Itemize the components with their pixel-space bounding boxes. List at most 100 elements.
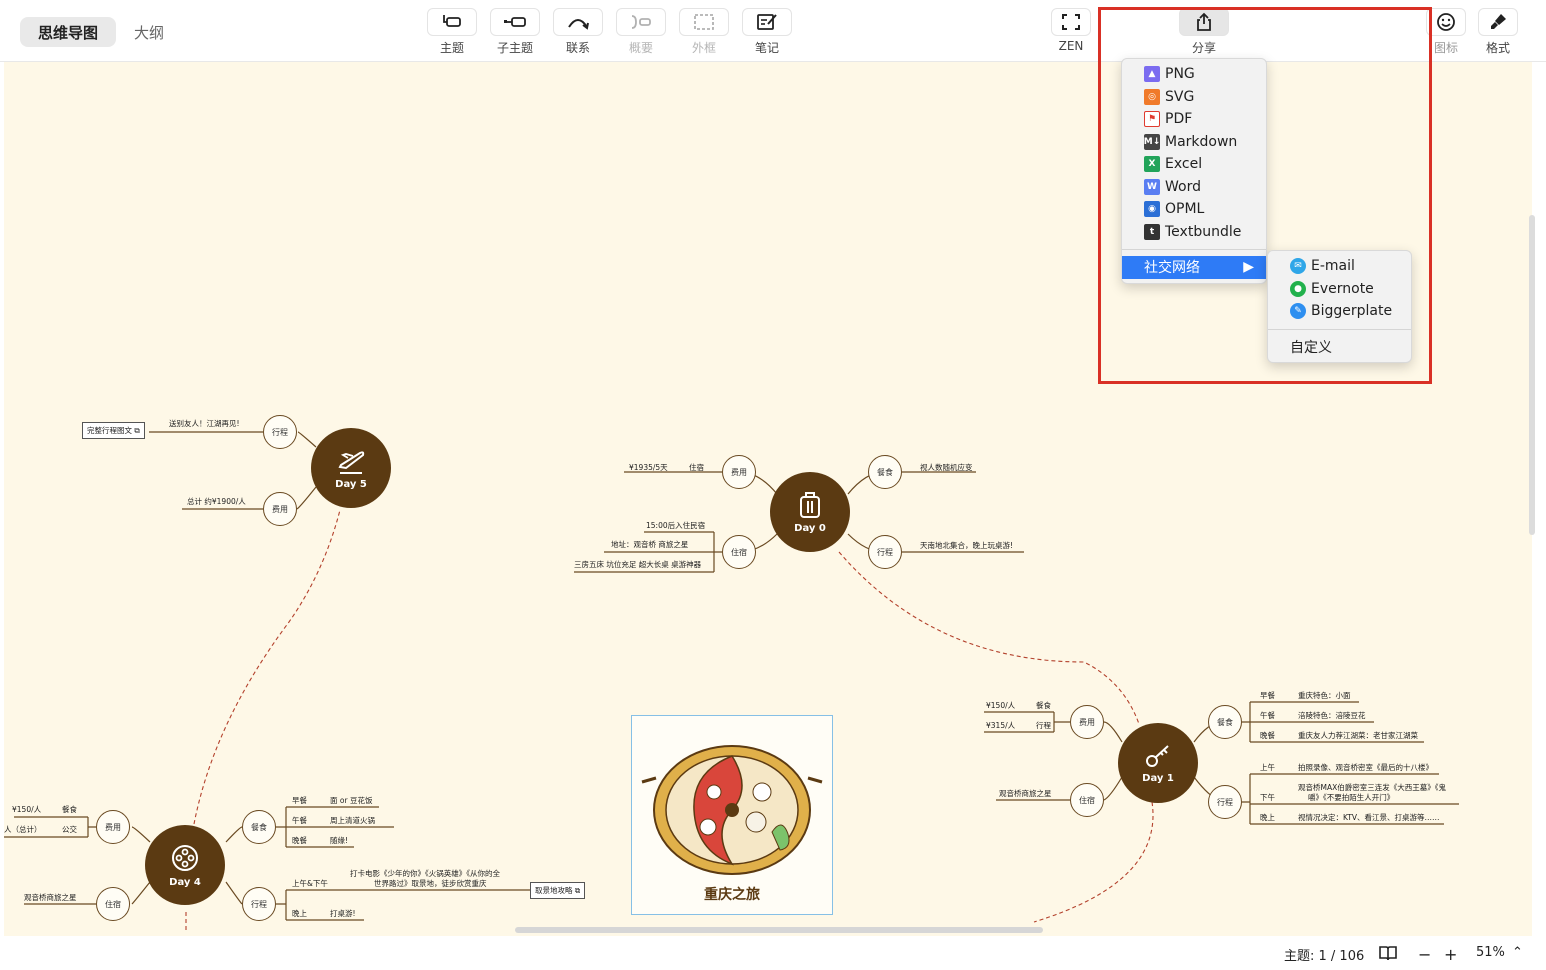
topic-day-0[interactable]: Day 0 xyxy=(770,472,850,552)
icon-panel-label: 图标 xyxy=(1433,41,1458,55)
menu-item-svg[interactable]: ◎ SVG xyxy=(1122,86,1266,109)
day4-daytime: 上午&下午 xyxy=(292,879,328,888)
menu-separator xyxy=(1122,249,1266,250)
zoom-level[interactable]: 51% xyxy=(1476,945,1505,960)
submenu-arrow-icon: ▶ xyxy=(1243,259,1254,276)
zoom-stepper-icon[interactable]: ⌃ xyxy=(1512,945,1523,960)
svg-icon: ◎ xyxy=(1144,88,1160,105)
topic-button[interactable]: 主题 xyxy=(422,8,482,56)
boundary-label: 外框 xyxy=(691,41,716,55)
menu-item-evernote[interactable]: ● Evernote xyxy=(1268,278,1411,301)
book-icon[interactable] xyxy=(1378,945,1398,965)
menu-item-custom[interactable]: 自定义 xyxy=(1268,336,1411,359)
highlight-box xyxy=(1098,7,1432,384)
pdf-icon: ⚑ xyxy=(1144,111,1160,128)
day1-cost-1b: 餐食 xyxy=(1036,701,1051,710)
day5-trip-box[interactable]: 完整行程图文 ⧉ xyxy=(82,422,145,439)
share-label: 分享 xyxy=(1191,41,1216,55)
share-icon xyxy=(1197,12,1211,31)
day1-afternoon-value-1: 观音桥MAX伯爵密室三连发《大西王墓》《鬼 xyxy=(1298,783,1446,792)
day0-cost-value: ¥1935/5天 xyxy=(629,463,668,472)
topic-day-4[interactable]: Day 4 xyxy=(145,825,225,905)
toolbar: 思维导图 大纲 主题 子主题 联系 概要 外框 笔记 ZEN 分享 图标 格式 xyxy=(0,0,1546,62)
menu-item-png[interactable]: ▲PNG xyxy=(1122,63,1266,86)
day4-cost-2: 人（总计） xyxy=(4,825,42,834)
day1-morning: 上午 xyxy=(1260,763,1275,772)
png-icon: ▲ xyxy=(1144,66,1160,83)
menu-item-biggerplate[interactable]: ✎Biggerplate xyxy=(1268,300,1411,323)
day1-trip-node[interactable]: 行程 xyxy=(1208,785,1242,819)
day0-trip-node[interactable]: 行程 xyxy=(868,535,902,569)
zoom-in-button[interactable]: + xyxy=(1444,945,1458,964)
fullscreen-icon xyxy=(1062,14,1080,30)
day5-trip-value: 送别友人！江湖再见! xyxy=(169,419,240,428)
day4-night: 晚上 xyxy=(292,909,307,918)
icon-panel-button[interactable]: 图标 xyxy=(1416,8,1476,56)
day4-cost-node[interactable]: 费用 xyxy=(96,810,130,844)
day4-stay-node[interactable]: 住宿 xyxy=(96,887,130,921)
day4-trip-node[interactable]: 行程 xyxy=(242,887,276,921)
summary-icon xyxy=(631,15,651,29)
menu-item-svg-label: SVG xyxy=(1165,88,1195,105)
menu-item-email[interactable]: ✉E-mail xyxy=(1268,255,1411,278)
subtopic-button[interactable]: 子主题 xyxy=(485,8,545,56)
day5-trip-node[interactable]: 行程 xyxy=(263,415,297,449)
day1-stay-node[interactable]: 住宿 xyxy=(1070,783,1104,817)
day4-lunch: 午餐 xyxy=(292,816,307,825)
topic-icon xyxy=(443,15,461,27)
day1-meal-node[interactable]: 餐食 xyxy=(1208,705,1242,739)
menu-item-opml[interactable]: ◉OPML xyxy=(1122,198,1266,221)
tab-outline[interactable]: 大纲 xyxy=(134,23,165,42)
hotpot-image-card[interactable]: 重庆之旅 xyxy=(631,715,833,915)
day0-meal-node[interactable]: 餐食 xyxy=(868,455,902,489)
day0-trip-value: 天南地北集合，晚上玩桌游! xyxy=(920,541,1014,550)
day4-meal-node[interactable]: 餐食 xyxy=(242,810,276,844)
day1-cost-node[interactable]: 费用 xyxy=(1070,705,1104,739)
image-caption: 重庆之旅 xyxy=(704,887,760,903)
suitcase-icon xyxy=(800,491,820,518)
tab-mindmap[interactable]: 思维导图 xyxy=(20,17,117,47)
day0-cost-node[interactable]: 费用 xyxy=(722,455,756,489)
topic-day-1[interactable]: Day 1 xyxy=(1118,723,1198,803)
notes-icon xyxy=(757,14,777,30)
day4-breakfast: 早餐 xyxy=(292,796,307,805)
menu-item-social-label: 社交网络 xyxy=(1144,260,1200,277)
day0-stay-node[interactable]: 住宿 xyxy=(722,535,756,569)
notes-button[interactable]: 笔记 xyxy=(737,8,797,56)
day4-breakfast-value: 面 or 豆花饭 xyxy=(330,796,373,805)
textbundle-icon: t xyxy=(1144,223,1160,240)
summary-button[interactable]: 概要 xyxy=(611,8,671,56)
vertical-scrollbar[interactable] xyxy=(1529,215,1535,535)
smiley-icon xyxy=(1437,13,1455,31)
relation-label: 联系 xyxy=(565,41,590,55)
menu-item-social[interactable]: 社交网络 ▶ xyxy=(1122,256,1266,279)
opml-icon: ◉ xyxy=(1144,201,1160,218)
day4-guide-box[interactable]: 取景地攻略 ⧉ xyxy=(530,882,586,899)
menu-item-pdf[interactable]: ⚑PDF xyxy=(1122,108,1266,131)
day1-cost-1: ¥150/人 xyxy=(986,701,1016,710)
relation-button[interactable]: 联系 xyxy=(548,8,608,56)
notes-label: 笔记 xyxy=(754,41,779,55)
day5-cost-node[interactable]: 费用 xyxy=(263,492,297,526)
day4-daytime-value-1: 打卡电影《少年的你》《火锅英雄》《从你的全 xyxy=(350,869,500,878)
zoom-out-button[interactable]: − xyxy=(1418,945,1432,964)
evernote-icon: ● xyxy=(1290,280,1306,297)
day4-daytime-value-2: 世界路过》取景地，徒步欣赏重庆 xyxy=(374,879,487,888)
boundary-icon xyxy=(694,14,714,30)
hotpot-illustration xyxy=(641,745,823,875)
topic-day-5[interactable]: Day 5 xyxy=(311,428,391,508)
summary-label: 概要 xyxy=(628,41,653,55)
menu-item-evernote-label: Evernote xyxy=(1311,280,1374,297)
day0-cost-stay: 住宿 xyxy=(689,463,704,472)
day1-dinner: 晚餐 xyxy=(1260,731,1275,740)
menu-item-markdown[interactable]: M↓Markdown xyxy=(1122,131,1266,154)
horizontal-scrollbar[interactable] xyxy=(515,927,1043,933)
zen-button[interactable]: ZEN xyxy=(1041,8,1101,53)
format-panel-button[interactable]: 格式 xyxy=(1468,8,1528,56)
boundary-button[interactable]: 外框 xyxy=(674,8,734,56)
social-submenu: ✉E-mail ● Evernote ✎Biggerplate 自定义 xyxy=(1267,250,1412,363)
menu-item-custom-label: 自定义 xyxy=(1290,339,1332,356)
